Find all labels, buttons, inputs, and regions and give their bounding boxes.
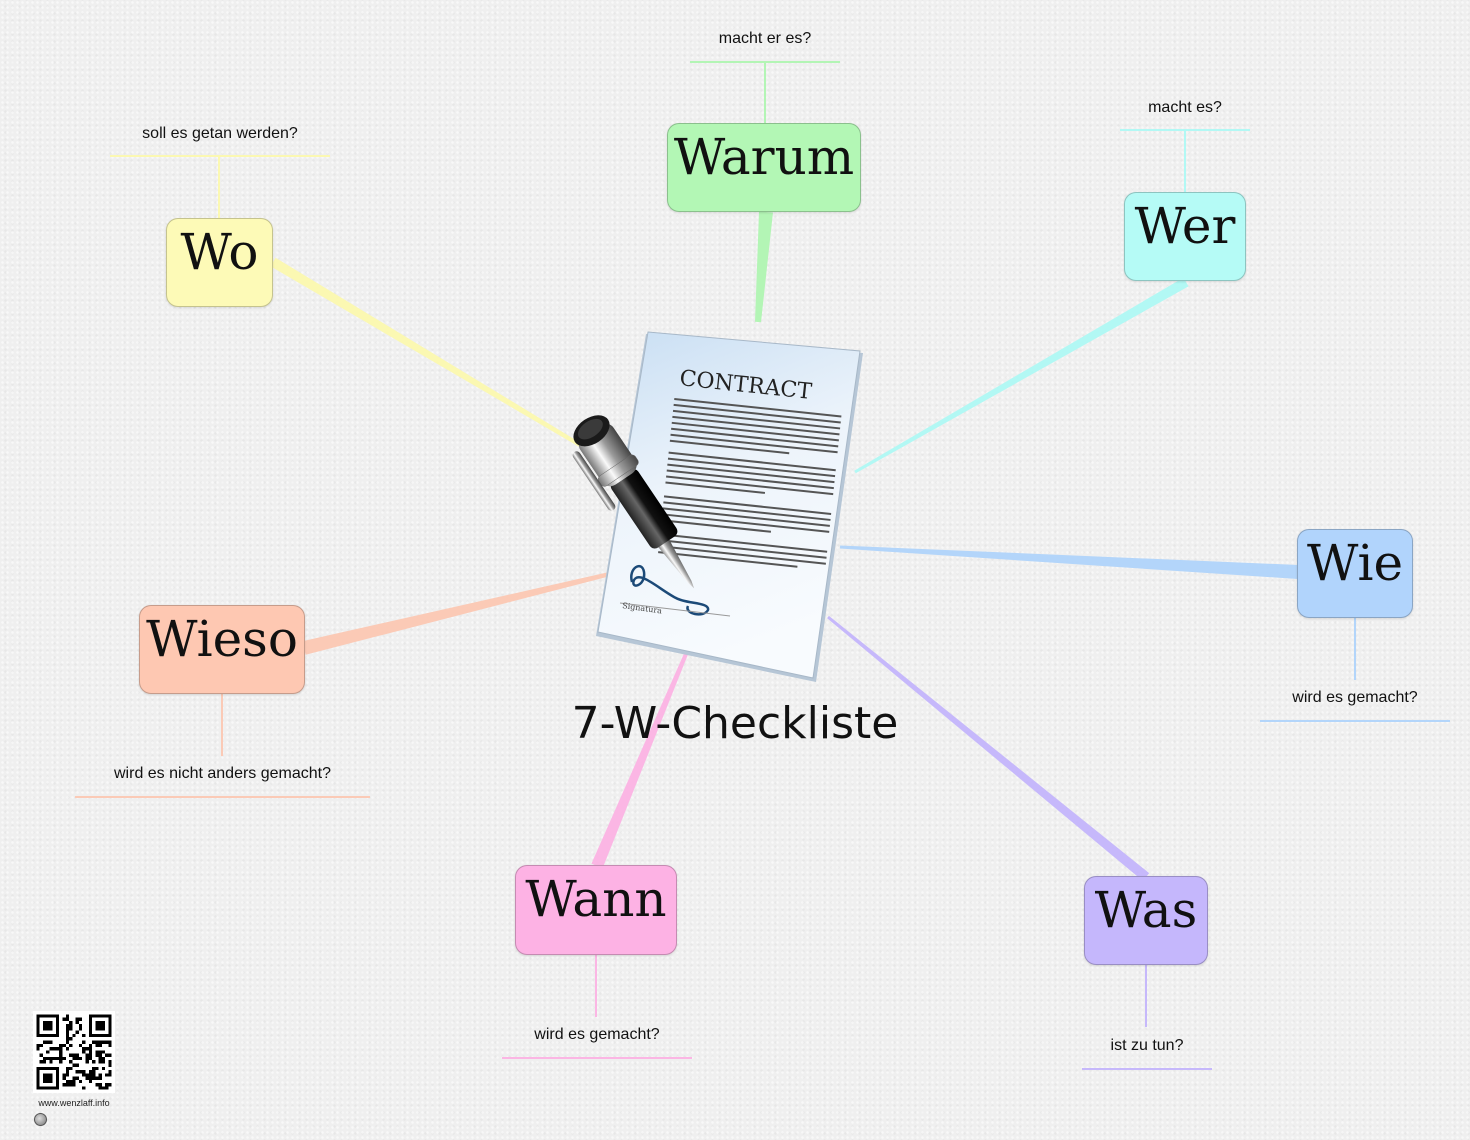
subtopic-note-was[interactable]: ist zu tun? bbox=[1110, 1037, 1184, 1054]
website-link[interactable]: www.wenzlaff.info bbox=[38, 1098, 110, 1108]
subtopic-note-warum[interactable]: macht er es? bbox=[718, 30, 812, 47]
topic-node-wer[interactable]: Wer bbox=[1124, 192, 1246, 281]
branch-connector-wieso bbox=[302, 571, 615, 655]
central-contract-image: CONTRACT Signatura bbox=[570, 320, 880, 700]
branch-connector-wie bbox=[839, 545, 1299, 579]
subtopic-note-wie[interactable]: wird es gemacht? bbox=[1292, 689, 1418, 706]
signature-scribble bbox=[630, 564, 710, 616]
topic-node-warum[interactable]: Warum bbox=[667, 123, 861, 212]
paper-sheet: CONTRACT Signatura bbox=[596, 331, 863, 682]
subtopic-note-wer[interactable]: macht es? bbox=[1148, 99, 1222, 116]
topic-node-wie[interactable]: Wie bbox=[1297, 529, 1413, 618]
subtopic-note-wo[interactable]: soll es getan werden? bbox=[142, 125, 298, 142]
creative-commons-icon bbox=[34, 1113, 47, 1126]
central-topic-title[interactable]: 7-W-Checkliste bbox=[571, 698, 899, 749]
topic-node-wo[interactable]: Wo bbox=[166, 218, 273, 307]
subtopic-note-wann[interactable]: wird es gemacht? bbox=[534, 1026, 660, 1043]
subtopic-note-wieso[interactable]: wird es nicht anders gemacht? bbox=[114, 765, 331, 782]
qr-code-icon[interactable] bbox=[33, 1011, 115, 1093]
topic-node-wieso[interactable]: Wieso bbox=[139, 605, 305, 694]
branch-connector-wer bbox=[854, 277, 1189, 474]
topic-node-was[interactable]: Was bbox=[1084, 876, 1208, 965]
topic-node-wann[interactable]: Wann bbox=[515, 865, 677, 955]
contract-body-text bbox=[658, 397, 842, 568]
branch-connector-wo bbox=[270, 257, 582, 447]
pen-icon bbox=[572, 415, 695, 589]
branch-connector-warum bbox=[755, 211, 773, 323]
branch-connector-was bbox=[827, 615, 1150, 881]
branch-connector-wann bbox=[591, 653, 688, 869]
